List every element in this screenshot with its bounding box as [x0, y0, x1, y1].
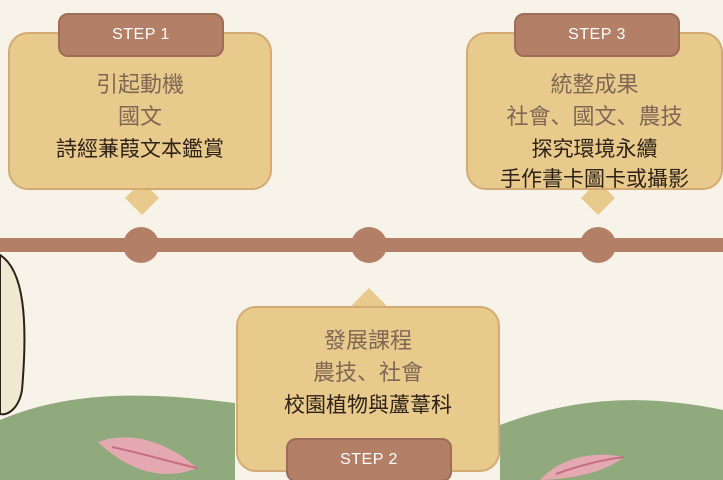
timeline-node-step-1 [123, 227, 159, 263]
right-hill [500, 400, 723, 480]
step-2-title: 發展課程 [323, 329, 412, 354]
cream-shape [0, 253, 26, 416]
step-3-detail-2: 手作書卡圖卡或攝影 [500, 167, 689, 191]
step-3-tag: STEP 3 [514, 13, 680, 57]
step-2-subject: 農技、社會 [312, 361, 423, 386]
step-1-tag: STEP 1 [58, 13, 224, 57]
step-1-title: 引起動機 [95, 73, 184, 98]
step-3-card: 統整成果 社會、國文、農技 探究環境永續 手作書卡圖卡或攝影 [466, 32, 723, 191]
step-1-card: 引起動機 國文 詩經蒹葭文本鑑賞 [8, 32, 272, 190]
petal-icon [98, 437, 198, 474]
timeline-node-step-2 [351, 227, 387, 263]
step-3-detail-1: 探究環境永續 [531, 137, 658, 161]
petal-icon [540, 454, 625, 480]
step-1-subject: 國文 [117, 105, 162, 130]
step-3-subject: 社會、國文、農技 [506, 105, 683, 130]
timeline-node-step-3 [580, 227, 616, 263]
step-2-detail: 校園植物與蘆葦科 [284, 393, 452, 417]
step-3-title: 統整成果 [550, 73, 639, 98]
step-2-tag: STEP 2 [286, 438, 452, 480]
step-1-detail: 詩經蒹葭文本鑑賞 [56, 137, 224, 161]
